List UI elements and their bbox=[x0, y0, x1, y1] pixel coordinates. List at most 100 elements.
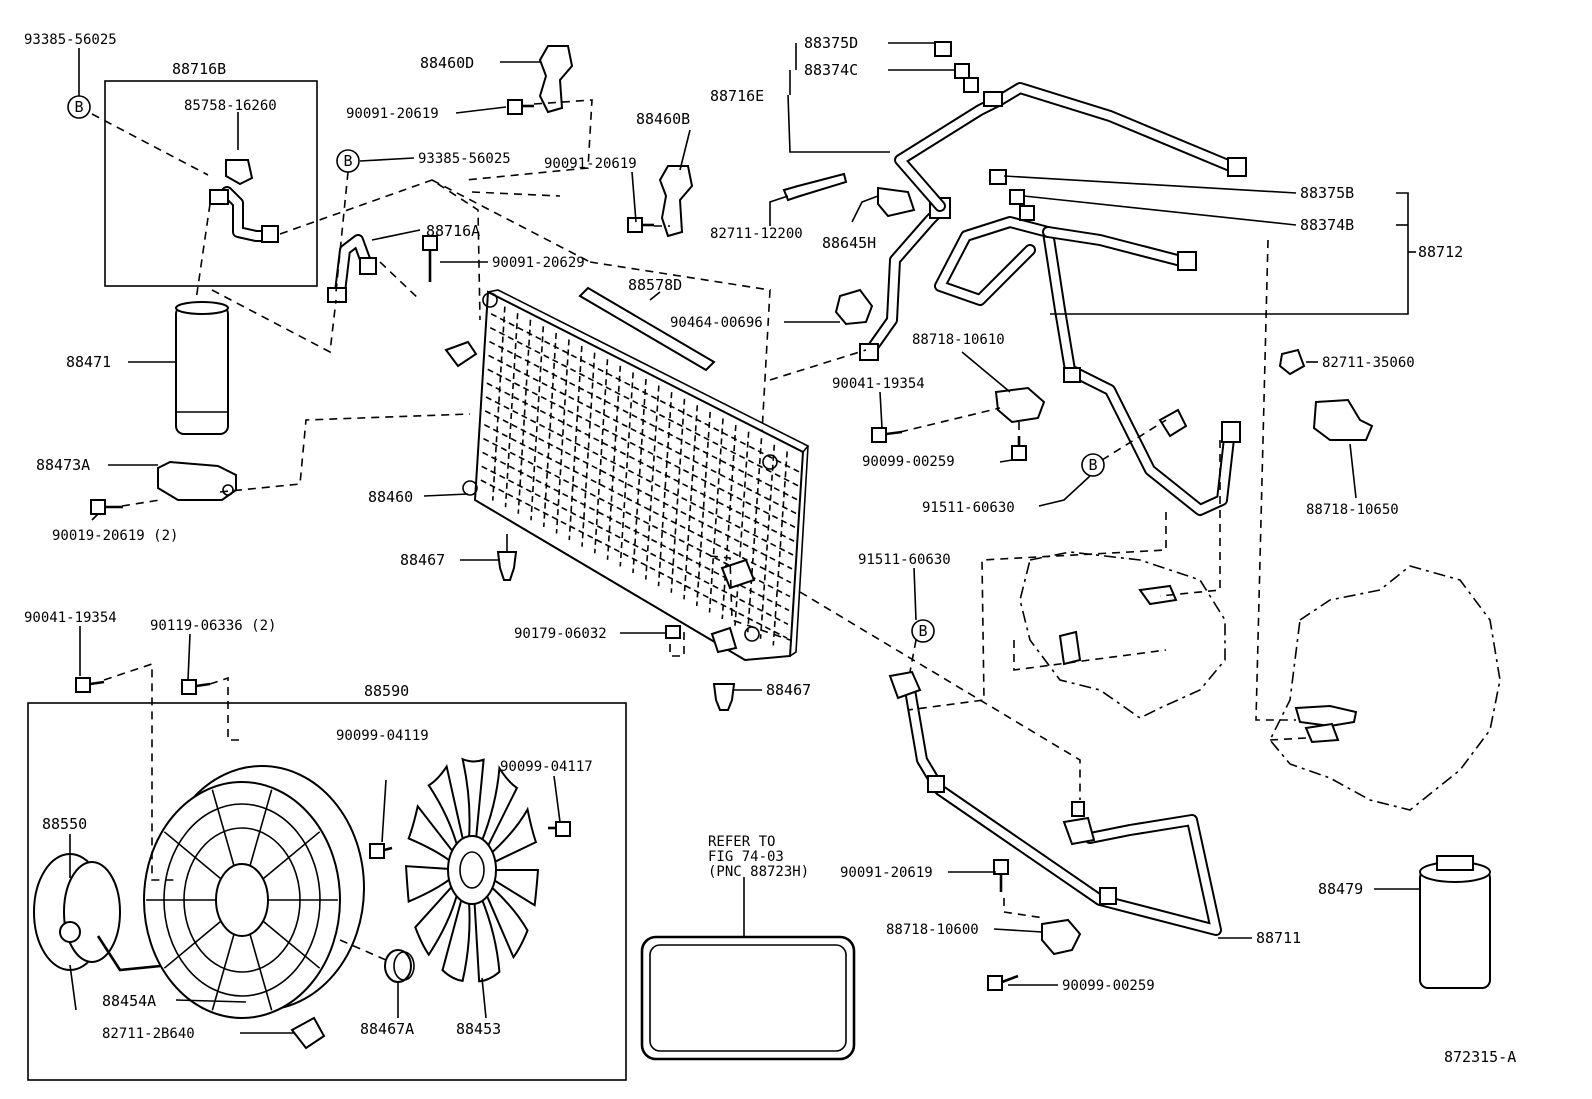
label-88711: 88711 bbox=[1256, 929, 1301, 947]
clip-90179-icon bbox=[665, 625, 681, 639]
clip-82711-35060-icon bbox=[1278, 348, 1306, 376]
nut-icon bbox=[987, 974, 1019, 991]
label-88374C: 88374C bbox=[804, 61, 858, 79]
leader-lines bbox=[69, 42, 1420, 1034]
compressor-icon bbox=[1019, 551, 1226, 719]
label-88454A: 88454A bbox=[102, 992, 156, 1010]
label-88460B: 88460B bbox=[636, 110, 690, 128]
label-88716E: 88716E bbox=[710, 87, 764, 105]
bracket-88473A-icon bbox=[157, 460, 237, 501]
b-marker: B bbox=[911, 619, 935, 643]
label-88460: 88460 bbox=[368, 488, 413, 506]
liquid-pipe-88716B-icon bbox=[209, 159, 279, 243]
pipe-88716A-icon bbox=[327, 234, 377, 303]
label-88718-10650: 88718-10650 bbox=[1306, 502, 1399, 518]
nut-icon bbox=[1011, 436, 1027, 461]
fitting-88374C-icon bbox=[954, 63, 979, 93]
refer-note-line1: REFER TO bbox=[708, 834, 775, 850]
label-88590: 88590 bbox=[364, 682, 409, 700]
label-82711-12200: 82711-12200 bbox=[710, 226, 803, 242]
label-90179-06032: 90179-06032 bbox=[514, 626, 607, 642]
label-88550: 88550 bbox=[42, 815, 87, 833]
label-88453: 88453 bbox=[456, 1020, 501, 1038]
clamp-88718-10610-icon bbox=[994, 386, 1046, 424]
label-90099-04119: 90099-04119 bbox=[336, 728, 429, 744]
bolt-icon bbox=[507, 99, 534, 115]
grommet-88467A-icon bbox=[384, 949, 415, 983]
box-88590 bbox=[27, 702, 627, 1081]
box-88716B bbox=[104, 80, 318, 287]
label-90091-20619: 90091-20619 bbox=[544, 156, 637, 172]
label-90464-00696: 90464-00696 bbox=[670, 315, 763, 331]
label-88718-10600: 88718-10600 bbox=[886, 922, 979, 938]
bolt-icon bbox=[548, 821, 571, 837]
label-85758-16260: 85758-16260 bbox=[184, 98, 277, 114]
figure-id: 872315-A bbox=[1444, 1048, 1516, 1066]
bumper-88467-icon bbox=[496, 534, 518, 581]
label-88578D: 88578D bbox=[628, 276, 682, 294]
bolt-icon bbox=[90, 499, 123, 515]
bumper-88467-icon bbox=[712, 683, 736, 711]
label-90041-19354: 90041-19354 bbox=[832, 376, 925, 392]
label-82711-2B640: 82711-2B640 bbox=[102, 1026, 195, 1042]
label-91511-60630: 91511-60630 bbox=[858, 552, 951, 568]
condenser-icon bbox=[444, 286, 810, 662]
bolt-icon bbox=[871, 427, 903, 443]
receiver-dryer-icon bbox=[175, 301, 229, 435]
clip-82711-2B640-icon bbox=[290, 1016, 326, 1050]
bolt-icon bbox=[75, 677, 105, 693]
label-88645H: 88645H bbox=[822, 234, 876, 252]
label-88716A: 88716A bbox=[426, 222, 480, 240]
bolt-icon bbox=[181, 679, 211, 695]
label-93385-56025: 93385-56025 bbox=[24, 32, 117, 48]
clamp-88718-10600-icon bbox=[1041, 918, 1082, 956]
clamp-90464-icon bbox=[834, 288, 874, 326]
label-88716B: 88716B bbox=[172, 60, 226, 78]
fan-blade-icon bbox=[404, 757, 540, 983]
pressure-switch-88645H-icon bbox=[877, 186, 916, 218]
label-91511-60630: 91511-60630 bbox=[922, 500, 1015, 516]
fitting-88375B-icon bbox=[989, 169, 1007, 185]
fan-shroud-icon bbox=[143, 765, 365, 1019]
label-88471: 88471 bbox=[66, 353, 111, 371]
compressor-icon bbox=[1269, 565, 1501, 811]
svg-text:B: B bbox=[1088, 456, 1097, 474]
receiver-dryer-88479-icon bbox=[1419, 855, 1491, 989]
label-88375D: 88375D bbox=[804, 34, 858, 52]
bracket-88460B-icon bbox=[658, 165, 694, 238]
label-90019-20619: 90019-20619 (2) bbox=[52, 528, 178, 544]
part-labels: 93385-56025 88716B 85758-16260 88460D 90… bbox=[24, 32, 1516, 1066]
discharge-hose-88716E-icon bbox=[859, 82, 1247, 361]
fitting-88374B-icon bbox=[1009, 189, 1035, 221]
bracket-88460D-icon bbox=[538, 45, 574, 114]
label-88467A: 88467A bbox=[360, 1020, 414, 1038]
suction-hose-88712-icon bbox=[934, 216, 1241, 516]
label-90099-00259: 90099-00259 bbox=[862, 454, 955, 470]
svg-text:B: B bbox=[918, 622, 927, 640]
refer-note-line3: (PNC 88723H) bbox=[708, 864, 809, 880]
gasket-icon bbox=[640, 935, 856, 1061]
liquid-line-88711-icon bbox=[888, 670, 1222, 936]
label-88718-10610: 88718-10610 bbox=[912, 332, 1005, 348]
label-90041-19354: 90041-19354 bbox=[24, 610, 117, 626]
assembly-lines bbox=[91, 99, 1307, 961]
label-90091-20619: 90091-20619 bbox=[346, 106, 439, 122]
bolt-icon bbox=[993, 859, 1009, 892]
refer-note-line2: FIG 74-03 bbox=[708, 849, 784, 865]
label-90099-04117: 90099-04117 bbox=[500, 759, 593, 775]
label-88374B: 88374B bbox=[1300, 216, 1354, 234]
svg-text:B: B bbox=[74, 98, 83, 116]
bolt-icon bbox=[627, 217, 654, 233]
bolt-icon bbox=[369, 843, 393, 859]
label-90091-20629: 90091-20629 bbox=[492, 255, 585, 271]
label-90119-06336: 90119-06336 (2) bbox=[150, 618, 276, 634]
label-88712: 88712 bbox=[1418, 243, 1463, 261]
b-marker: B bbox=[336, 149, 360, 173]
b-marker: B bbox=[67, 95, 91, 119]
clip-82711-12200-icon bbox=[782, 172, 848, 202]
clamp-88718-10650-icon bbox=[1312, 398, 1374, 441]
label-88467: 88467 bbox=[400, 551, 445, 569]
label-88479: 88479 bbox=[1318, 880, 1363, 898]
fitting-88375D-icon bbox=[934, 41, 952, 57]
